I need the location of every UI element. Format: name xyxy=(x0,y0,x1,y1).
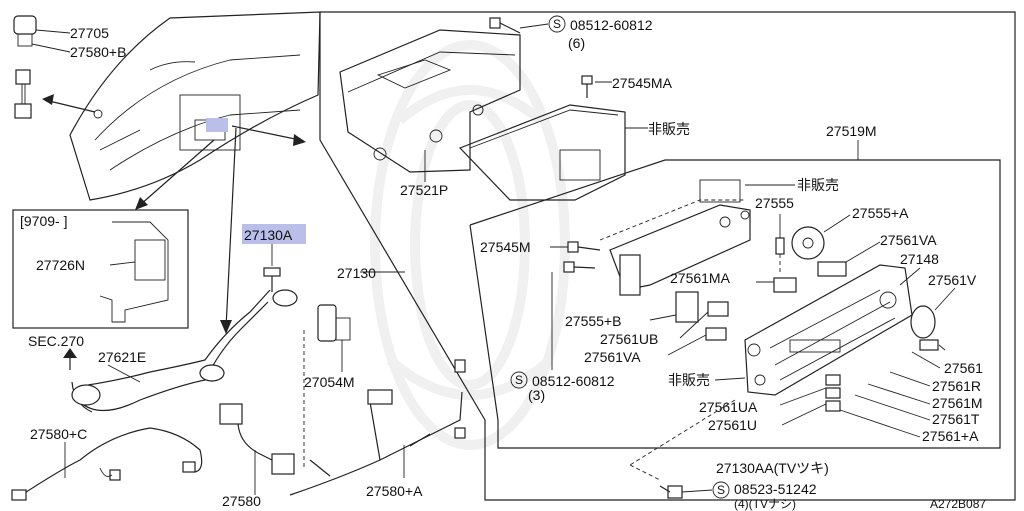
label-27545M: 27545M xyxy=(480,239,531,255)
bulb-27555 xyxy=(775,214,785,272)
s-mark-bottom: S xyxy=(717,483,725,497)
label-not-sold-1: 非販売 xyxy=(648,121,690,137)
harness-27580C xyxy=(11,427,203,501)
label-27561A: 27561+A xyxy=(922,428,979,444)
label-27580B: 27580+B xyxy=(70,44,126,60)
highlight-27130A xyxy=(242,224,306,244)
screw-27545M xyxy=(550,241,601,253)
knob-27561UB xyxy=(679,301,729,339)
label-27561MA: 27561MA xyxy=(670,270,731,286)
assembly-frame xyxy=(319,11,1016,501)
label-bolt-mid-qty: (3) xyxy=(528,387,545,403)
sensor-27054M xyxy=(303,304,351,470)
control-board xyxy=(599,179,795,296)
label-27545MA: 27545MA xyxy=(612,75,673,91)
dashboard-sketch xyxy=(69,11,321,201)
harness-27580A xyxy=(289,359,466,496)
label-27621E: 27621E xyxy=(98,349,146,365)
label-27726N: 27726N xyxy=(36,257,85,273)
label-27555: 27555 xyxy=(755,195,794,211)
label-bolt-bottom: 08523-51242 xyxy=(734,481,817,497)
climate-panel-location xyxy=(206,118,228,132)
label-bolt-mid: 08512-60812 xyxy=(532,373,615,389)
label-not-sold-2: 非販売 xyxy=(797,177,839,193)
knob-27561VA xyxy=(667,327,727,356)
harness-27580 xyxy=(219,403,295,495)
label-27130: 27130 xyxy=(337,265,376,281)
label-27580C: 27580+C xyxy=(30,426,87,442)
screw-27545MA xyxy=(581,75,612,98)
knob-27561MA xyxy=(756,277,797,293)
label-27561V: 27561V xyxy=(928,272,977,288)
label-27555B: 27555+B xyxy=(565,313,621,329)
label-27705: 27705 xyxy=(70,25,109,41)
label-27561U: 27561U xyxy=(708,417,757,433)
label-27561UB: 27561UB xyxy=(600,331,658,347)
label-27561M: 27561M xyxy=(932,395,983,411)
faceplate xyxy=(714,264,913,396)
control-unit-frame xyxy=(469,159,1001,449)
label-not-sold-3: 非販売 xyxy=(668,372,710,388)
label-sec270: SEC.270 xyxy=(28,333,84,349)
label-27561VA-top: 27561VA xyxy=(880,232,937,248)
s-mark-mid: S xyxy=(515,373,523,387)
label-27561: 27561 xyxy=(944,360,983,376)
label-27148: 27148 xyxy=(900,251,939,267)
label-27130AA: 27130AA(TVツキ) xyxy=(716,460,829,476)
label-27555A: 27555+A xyxy=(852,205,909,221)
label-27561VA: 27561VA xyxy=(584,349,641,365)
drawing-code: A272B087 xyxy=(930,497,986,511)
duct-27621E xyxy=(71,289,298,413)
socket-parts xyxy=(13,15,71,119)
label-bolt-top: 08512-60812 xyxy=(570,17,653,33)
label-27130A: 27130A xyxy=(244,227,293,243)
screw-top xyxy=(489,15,566,34)
bracket-27726N-box xyxy=(12,209,189,329)
label-27580A: 27580+A xyxy=(366,483,423,499)
knob-27555B xyxy=(649,291,699,323)
part-27148 xyxy=(899,267,921,286)
label-27519M: 27519M xyxy=(826,123,877,139)
screw-mid xyxy=(510,261,596,389)
dashboard-arrows xyxy=(42,94,306,334)
label-date-range: [9709- ] xyxy=(20,213,67,229)
label-bolt-bottom-qty: (4)(TVナシ) xyxy=(734,497,796,511)
label-bolt-top-qty: (6) xyxy=(568,35,585,51)
screw-27130A xyxy=(263,244,281,292)
screw-bottom xyxy=(629,399,736,499)
sec270-arrow xyxy=(63,348,77,370)
label-27521P: 27521P xyxy=(400,182,448,198)
bracket-27521P xyxy=(339,29,521,182)
knob-27561VA-top xyxy=(817,241,881,277)
label-27561R: 27561R xyxy=(932,378,981,394)
label-27561T: 27561T xyxy=(932,411,980,427)
label-27561UA: 27561UA xyxy=(699,399,758,415)
label-27054M: 27054M xyxy=(304,374,355,390)
knob-27555A xyxy=(791,214,851,260)
button-strip xyxy=(779,339,946,438)
bracket-not-sold xyxy=(458,104,648,201)
label-27580: 27580 xyxy=(222,493,261,509)
s-mark-top: S xyxy=(553,17,561,31)
knob-27561V xyxy=(910,287,956,339)
